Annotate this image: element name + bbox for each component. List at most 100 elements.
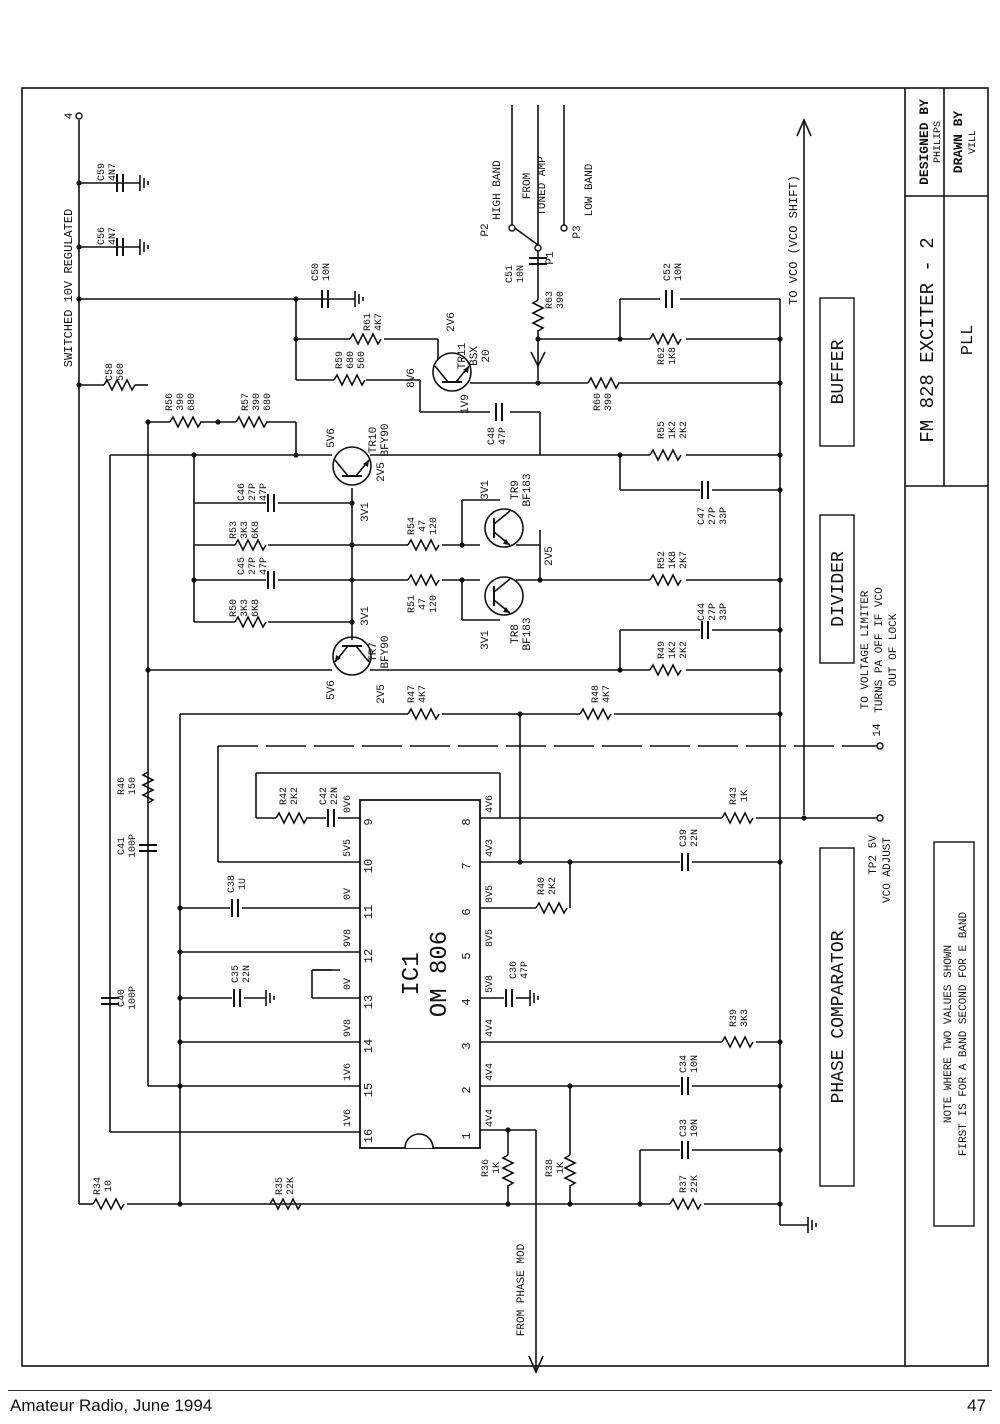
svg-text:TP2 5V: TP2 5V: [868, 835, 880, 875]
svg-text:TO VOLTAGE LIMITER: TO VOLTAGE LIMITER: [860, 590, 872, 709]
r53-label: 6K8: [251, 521, 262, 539]
r60-symbol: [587, 377, 620, 389]
r50-symbol: [234, 616, 267, 628]
ic1-pin-label: 4V3: [485, 839, 496, 857]
ic1-name: IC1: [399, 952, 426, 995]
svg-text:TURNS PA OFF IF VCO: TURNS PA OFF IF VCO: [874, 587, 886, 713]
r62-symbol: [649, 333, 682, 345]
c56-label: 4N7: [108, 227, 119, 245]
vco-output-arrow-icon: [796, 118, 812, 137]
r57-symbol: [235, 416, 268, 428]
ic1-pin-label: 11: [362, 905, 376, 919]
r57-label: 390: [252, 393, 263, 411]
c42-label: C42: [319, 787, 330, 805]
footer-publication: Amateur Radio, June 1994: [10, 1396, 213, 1415]
tr7-symbol: [332, 636, 372, 676]
c47-label: 27P: [708, 507, 719, 525]
c41-label: 100P: [128, 834, 139, 858]
footer-rule: [8, 1390, 992, 1391]
svg-text:FIRST IS FOR A BAND SECOND FOR: FIRST IS FOR A BAND SECOND FOR E BAND: [958, 911, 970, 1156]
c40-label: C40: [117, 989, 128, 1007]
schematic-sheet: DESIGNED BY PHILIPS DRAWN BY VILL FM 828…: [21, 87, 989, 1374]
r55-symbol: [649, 449, 682, 461]
svg-text:PHASE COMPARATOR: PHASE COMPARATOR: [829, 930, 849, 1103]
c47-label: 33P: [719, 507, 730, 525]
svg-text:3V1: 3V1: [360, 606, 372, 626]
r49-label: 2K2: [679, 641, 690, 659]
ic1-pin-label: 1V6: [343, 1109, 354, 1127]
c33-symbol: [681, 1140, 689, 1160]
c35-label: 22N: [242, 965, 253, 983]
note-box: NOTE WHERE TWO VALUES SHOWN FIRST IS FOR…: [933, 841, 975, 1227]
c35-label: C35: [231, 965, 242, 983]
c39-label: 22N: [690, 829, 701, 847]
ic1-pin-label: 9V8: [343, 1019, 354, 1037]
tr9-symbol: [484, 508, 524, 548]
c44-symbol: [701, 620, 709, 640]
r59-label: 560: [357, 351, 368, 369]
r49-symbol: [649, 664, 682, 676]
svg-text:BF183: BF183: [522, 473, 534, 506]
c36-symbol: [505, 988, 513, 1008]
r54-label: R54: [407, 517, 418, 535]
wiring: [78, 105, 880, 1370]
r46-label: 150: [128, 777, 139, 795]
r62-label: 1K8: [668, 347, 679, 365]
r35-label: R35: [275, 1177, 286, 1195]
c58-label: 560: [116, 363, 127, 381]
r42-symbol: [275, 812, 308, 824]
svg-text:TR7: TR7: [368, 642, 380, 662]
ic1-pin-label: 5: [460, 952, 474, 959]
r35-label: 22K: [286, 1177, 297, 1195]
svg-text:2V5: 2V5: [376, 684, 388, 704]
terminal-tp2: [876, 814, 884, 822]
tuned-amp-arrow-icon: [530, 351, 546, 368]
r50-label: 6K8: [251, 599, 262, 617]
c45-label: 27P: [248, 557, 259, 575]
svg-text:BFY90: BFY90: [380, 635, 392, 668]
r47-symbol: [407, 708, 440, 720]
c52-label: C52: [663, 263, 674, 281]
terminals: [75, 112, 884, 822]
arrows: [528, 118, 812, 1374]
r40-label: R40: [537, 877, 548, 895]
r53-symbol: [234, 539, 267, 551]
r60-label: R60: [593, 393, 604, 411]
c58-label: C58: [105, 363, 116, 381]
c33-label: 10N: [690, 1119, 701, 1137]
c46-label: 47P: [259, 483, 270, 501]
svg-text:TR8: TR8: [510, 624, 522, 644]
svg-text:DIVIDER: DIVIDER: [829, 551, 849, 627]
r54-label: 47: [418, 520, 429, 532]
c50-label: 10N: [322, 263, 333, 281]
designed-by-value: PHILIPS: [933, 121, 944, 163]
c44-label: C44: [697, 603, 708, 621]
r42-label: 2K2: [290, 787, 301, 805]
ic1-pin-label: 5V8: [485, 975, 496, 993]
r59-label: R59: [335, 351, 346, 369]
r59-symbol: [333, 374, 366, 386]
supply-label: SWITCHED 10V REGULATED: [62, 209, 76, 367]
svg-text:2V6: 2V6: [446, 312, 458, 332]
r55-label: 2K2: [679, 421, 690, 439]
ic1-pin-label: 3: [460, 1042, 474, 1049]
terminal-4: [75, 112, 83, 120]
r56-symbol: [169, 416, 202, 428]
r56-label: 390: [176, 393, 187, 411]
r47-label: R47: [407, 685, 418, 703]
r55-label: R55: [657, 421, 668, 439]
ic1-pin-label: 0V6: [343, 795, 354, 813]
c51-label: C51: [505, 265, 516, 283]
c52-symbol: [665, 289, 673, 309]
ic1-part: OM 806: [427, 931, 454, 1017]
r38-label: R38: [545, 1159, 556, 1177]
svg-text:14: 14: [872, 723, 884, 737]
drawing-title: FM 828 EXCITER - 2: [917, 237, 939, 442]
phase-mod-input-arrow-icon: [528, 1355, 544, 1374]
r49-label: R49: [657, 641, 668, 659]
c56-label: C56: [97, 227, 108, 245]
r34-symbol: [92, 1198, 125, 1210]
r54-label: 120: [429, 517, 440, 535]
ic1-pin-label: 16: [362, 1129, 376, 1143]
svg-text:BFY90: BFY90: [380, 423, 392, 456]
